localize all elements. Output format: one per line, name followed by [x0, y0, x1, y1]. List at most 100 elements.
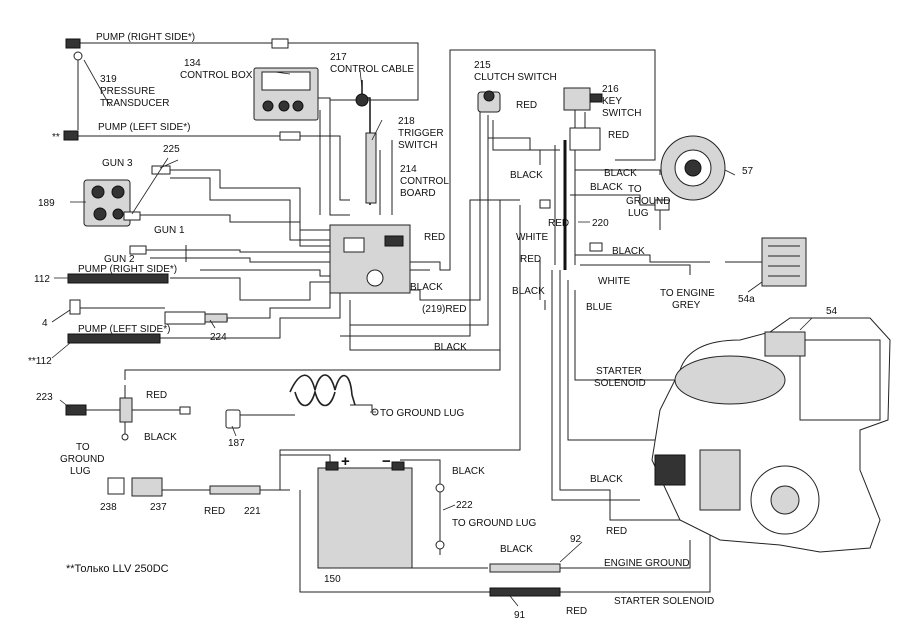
- label-white-left: WHITE: [516, 232, 549, 243]
- label-trigger-switch: SWITCH: [398, 140, 437, 151]
- label-red-eng: RED: [606, 526, 627, 537]
- label-switch: SWITCH: [602, 108, 641, 119]
- control-box: [253, 67, 319, 121]
- label-54: 54: [826, 306, 838, 317]
- label-218: 218: [398, 116, 415, 127]
- label-to-ground-lug-187: TO GROUND LUG: [380, 408, 464, 419]
- cable-92: [489, 563, 561, 573]
- label-red-223: RED: [146, 390, 167, 401]
- pump-right-top-connector: [65, 38, 289, 49]
- label-ground-g: GROUND: [60, 454, 104, 465]
- label-black-key2: BLACK: [590, 182, 623, 193]
- leader-lines: [51, 59, 813, 607]
- connector-237: [131, 477, 163, 497]
- label-gun2: GUN 2: [104, 254, 135, 265]
- gun-connectors: [123, 165, 171, 255]
- label-gun3: GUN 3: [102, 158, 133, 169]
- label-to-engine: TO ENGINE: [660, 288, 715, 299]
- label-217: 217: [330, 52, 347, 63]
- callout-labels: PUMP (RIGHT SIDE*) PUMP (LEFT SIDE*) ** …: [28, 32, 838, 621]
- control-cable-knob: [355, 93, 369, 107]
- label-223: 223: [36, 392, 53, 403]
- gun-block: [83, 179, 131, 227]
- label-black-223: BLACK: [144, 432, 177, 443]
- label-221: 221: [244, 506, 261, 517]
- label-pressure: PRESSURE: [100, 86, 155, 97]
- label-board: BOARD: [400, 188, 436, 199]
- label-92: 92: [570, 534, 582, 545]
- label-189: 189: [38, 198, 55, 209]
- label-134: 134: [184, 58, 201, 69]
- label-black-222: BLACK: [452, 466, 485, 477]
- label-238: 238: [100, 502, 117, 513]
- sensor-4: [69, 299, 81, 315]
- label-red-mid: RED: [548, 218, 569, 229]
- label-red-lower: RED: [520, 254, 541, 265]
- label-to-g: TO: [76, 442, 90, 453]
- ground-cable-222: [435, 483, 445, 550]
- label-4: 4: [42, 318, 48, 329]
- label-219-black: BLACK: [434, 342, 467, 353]
- label-215: 215: [474, 60, 491, 71]
- connector-224: [164, 311, 228, 325]
- label-solenoid: SOLENOID: [594, 378, 646, 389]
- label-starter: STARTER: [596, 366, 642, 377]
- label-319: 319: [100, 74, 117, 85]
- engine-54: [651, 317, 891, 553]
- label-ground: GROUND: [626, 196, 670, 207]
- cable-221: [209, 485, 261, 495]
- label-pump-right-mid: PUMP (RIGHT SIDE*): [78, 264, 177, 275]
- pressure-transducer-icon: [73, 51, 83, 61]
- label-black-key1: BLACK: [604, 168, 637, 179]
- alternator-57: [660, 135, 726, 201]
- label-clutch-switch: CLUTCH SWITCH: [474, 72, 557, 83]
- label-plus: +: [341, 453, 350, 470]
- label-225: 225: [163, 144, 180, 155]
- label-white-right: WHITE: [598, 276, 631, 287]
- label-220: 220: [592, 218, 609, 229]
- cable-91: [489, 587, 561, 597]
- label-gun1: GUN 1: [154, 225, 185, 236]
- label-112-star: **112: [28, 356, 52, 367]
- label-219-red: (219)RED: [422, 304, 466, 315]
- label-54a: 54a: [738, 294, 755, 305]
- label-black-right: BLACK: [612, 246, 645, 257]
- label-57: 57: [742, 166, 754, 177]
- label-transducer: TRANSDUCER: [100, 98, 169, 109]
- label-to: TO: [628, 184, 642, 195]
- label-red-clutch: RED: [516, 100, 537, 111]
- battery-150: [317, 461, 413, 569]
- label-black-board: BLACK: [410, 282, 443, 293]
- label-pump-left-mid: PUMP (LEFT SIDE*): [78, 324, 170, 335]
- label-red-237: RED: [204, 506, 225, 517]
- label-control-box: CONTROL BOX: [180, 70, 253, 81]
- label-lug-g: LUG: [70, 466, 91, 477]
- connector-238: [107, 477, 125, 495]
- label-112: 112: [34, 274, 50, 285]
- label-blue: BLUE: [586, 302, 612, 313]
- label-black-clutch: BLACK: [510, 170, 543, 181]
- label-91: 91: [514, 610, 526, 621]
- footnote: **Только LLV 250DC: [66, 563, 169, 575]
- trigger-switch: [365, 132, 377, 204]
- label-237: 237: [150, 502, 167, 513]
- label-red-91: RED: [566, 606, 587, 617]
- label-150: 150: [324, 574, 341, 585]
- label-224: 224: [210, 332, 227, 343]
- pump-right-mid-connector: [67, 273, 169, 284]
- clutch-switch: [477, 90, 501, 113]
- pump-left-mid-connector: [67, 333, 161, 344]
- label-pump-right-top: PUMP (RIGHT SIDE*): [96, 32, 195, 43]
- label-red-key: RED: [608, 130, 629, 141]
- label-control-cable: CONTROL CABLE: [330, 64, 414, 75]
- label-black-92: BLACK: [500, 544, 533, 555]
- label-black-lower: BLACK: [512, 286, 545, 297]
- label-grey: GREY: [672, 300, 701, 311]
- label-black-eng: BLACK: [590, 474, 623, 485]
- pump-left-top-connector: [63, 130, 301, 141]
- label-double-star: **: [52, 132, 60, 143]
- label-187: 187: [228, 438, 245, 449]
- label-red-board: RED: [424, 232, 445, 243]
- label-engine-ground: ENGINE GROUND: [604, 558, 690, 569]
